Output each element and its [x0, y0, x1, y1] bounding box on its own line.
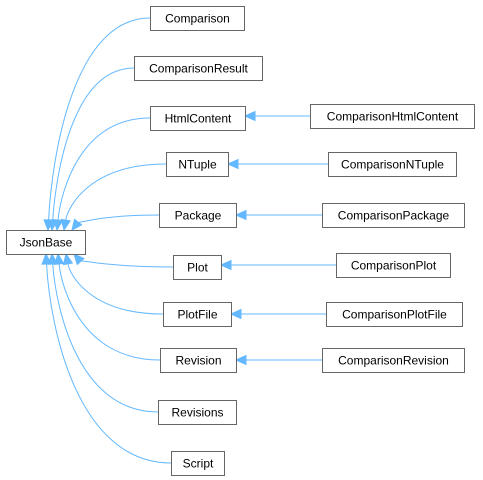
edge-comparisonrevision-arrowhead — [234, 354, 247, 366]
edge-plotfile-to-jsonbase — [67, 263, 164, 315]
class-node-comparison[interactable]: Comparison — [150, 6, 245, 31]
class-node-revision[interactable]: Revision — [160, 348, 237, 373]
class-node-box — [322, 348, 465, 373]
class-node-box — [173, 255, 222, 280]
class-node-box — [328, 152, 457, 177]
edge-htmlcontent-arrowhead — [52, 219, 64, 232]
class-node-script[interactable]: Script — [171, 451, 225, 476]
class-node-comparisonpackage[interactable]: ComparisonPackage — [322, 203, 465, 228]
class-node-box — [150, 6, 245, 31]
edge-revision-to-jsonbase — [58, 263, 161, 361]
edge-comparisonresult-to-jsonbase — [52, 67, 135, 221]
class-node-label: Revision — [175, 354, 221, 368]
edge-plot-arrowhead — [73, 253, 85, 266]
edge-plotfile-arrowhead — [62, 252, 74, 266]
class-node-jsonbase[interactable]: JsonBase — [6, 230, 86, 255]
class-node-box — [163, 302, 232, 327]
edge-package-arrowhead — [71, 218, 83, 231]
class-node-plot[interactable]: Plot — [173, 255, 222, 280]
class-node-label: ComparisonHtmlContent — [327, 110, 459, 124]
class-node-label: ComparisonNTuple — [341, 158, 444, 172]
class-node-box — [159, 203, 237, 228]
edge-plot-to-jsonbase — [79, 260, 174, 268]
class-node-label: ComparisonRevision — [338, 354, 449, 368]
class-node-box — [6, 230, 86, 255]
class-node-label: ComparisonPackage — [338, 209, 450, 223]
class-node-box — [171, 451, 225, 476]
class-node-ntuple[interactable]: NTuple — [166, 152, 229, 177]
edge-script-arrowhead — [41, 252, 52, 265]
class-node-comparisonplotfile[interactable]: ComparisonPlotFile — [326, 302, 463, 327]
class-node-plotfile[interactable]: PlotFile — [163, 302, 232, 327]
edge-revisions-to-jsonbase — [52, 263, 159, 413]
class-node-box — [310, 104, 475, 129]
nodes: JsonBase ComparisonComparisonResultHtmlCo… — [6, 6, 475, 476]
edge-comparisonplot-arrowhead — [219, 259, 232, 271]
class-node-label: ComparisonPlot — [351, 259, 437, 273]
edge-comparisonpackage-arrowhead — [234, 209, 247, 221]
class-node-comparisonresult[interactable]: ComparisonResult — [134, 56, 263, 81]
class-node-label: ComparisonPlotFile — [342, 308, 447, 322]
class-node-box — [336, 253, 451, 278]
class-node-label: Plot — [187, 261, 208, 275]
class-node-label: Script — [183, 457, 214, 471]
class-node-comparisonhtmlcontent[interactable]: ComparisonHtmlContent — [310, 104, 475, 129]
class-node-box — [134, 56, 263, 81]
edge-package-to-jsonbase — [77, 214, 160, 224]
class-node-box — [158, 400, 237, 425]
edge-comparisonhtmlcontent-arrowhead — [243, 110, 256, 122]
class-node-label: JsonBase — [20, 236, 73, 250]
class-node-label: NTuple — [178, 158, 217, 172]
edge-ntuple-arrowhead — [60, 218, 71, 232]
class-node-box — [326, 302, 463, 327]
class-node-label: ComparisonResult — [149, 62, 248, 76]
class-node-revisions[interactable]: Revisions — [158, 400, 237, 425]
class-node-box — [322, 203, 465, 228]
class-node-comparisonrevision[interactable]: ComparisonRevision — [322, 348, 465, 373]
edges — [41, 17, 336, 464]
class-node-label: HtmlContent — [165, 112, 232, 126]
edge-revision-arrowhead — [53, 252, 65, 266]
class-node-comparisonntuple[interactable]: ComparisonNTuple — [328, 152, 457, 177]
class-node-box — [166, 152, 229, 177]
edge-htmlcontent-to-jsonbase — [57, 117, 151, 221]
class-node-label: Package — [175, 209, 222, 223]
edge-comparisonplotfile-arrowhead — [229, 308, 242, 320]
edge-comparisonntuple-arrowhead — [226, 158, 239, 170]
class-node-package[interactable]: Package — [159, 203, 237, 228]
class-node-label: Revisions — [171, 406, 223, 420]
edge-comparison-to-jsonbase — [48, 17, 151, 221]
class-node-label: PlotFile — [177, 308, 217, 322]
class-node-label: Comparison — [165, 12, 230, 26]
class-node-box — [150, 106, 246, 131]
class-node-htmlcontent[interactable]: HtmlContent — [150, 106, 246, 131]
class-node-comparisonplot[interactable]: ComparisonPlot — [336, 253, 451, 278]
class-node-box — [160, 348, 237, 373]
edge-ntuple-to-jsonbase — [65, 163, 167, 221]
edge-script-to-jsonbase — [46, 263, 172, 464]
